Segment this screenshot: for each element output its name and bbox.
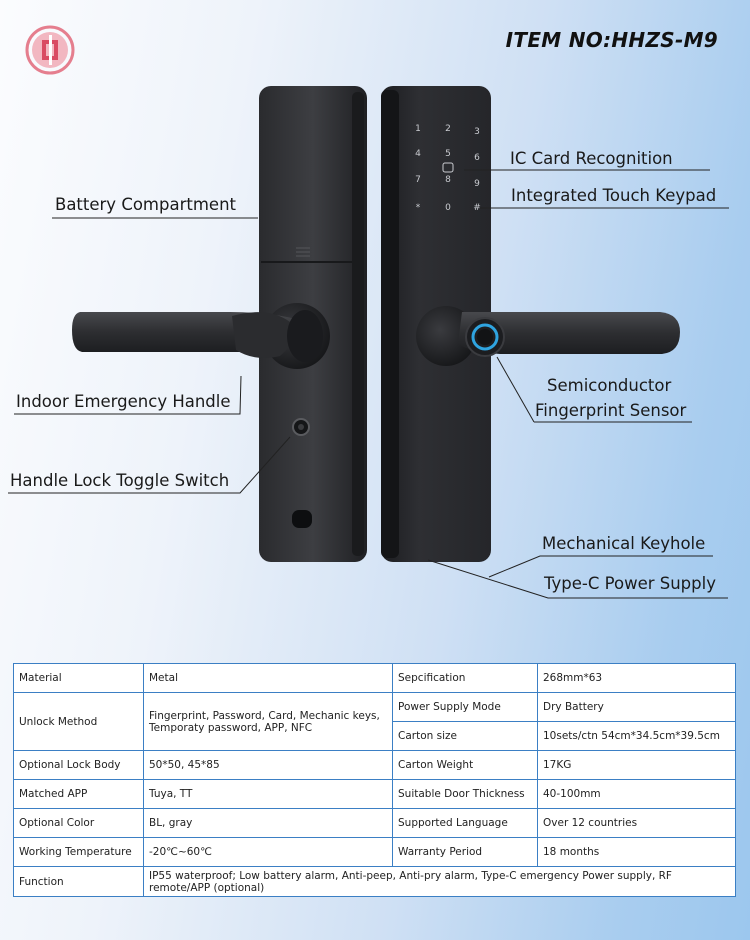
touch-keypad: 1 2 3 4 5 6 7 8 9 * 0 # [415,124,481,213]
callout-fingerprint-line2: Fingerprint Sensor [535,401,687,420]
callout-ic-card: IC Card Recognition [510,149,673,168]
outdoor-panel [381,86,680,562]
table-row: Optional Color BL, gray Supported Langua… [13,808,736,838]
indoor-panel [72,86,367,562]
spec-label: Power Supply Mode [392,692,538,722]
spec-label: Carton Weight [392,750,538,780]
spec-label: Supported Language [392,808,538,838]
spec-value: Metal [143,663,393,693]
keypad-key-hash: # [473,203,481,213]
spec-label: Suitable Door Thickness [392,779,538,809]
keypad-key-7: 7 [415,175,421,185]
brand-logo-icon [25,25,75,75]
spec-label: Optional Lock Body [13,750,144,780]
spec-value: 18 months [537,837,736,867]
callout-lines [8,169,729,599]
table-row: Unlock Method Fingerprint, Password, Car… [13,692,736,751]
table-row: Carton size 10sets/ctn 54cm*34.5cm*39.5c… [14,721,736,751]
spec-value: Dry Battery [537,692,736,722]
spec-value: 50*50, 45*85 [143,750,393,780]
keypad-key-5: 5 [445,149,451,159]
smart-lock-illustration: 1 2 3 4 5 6 7 8 9 * 0 # [8,86,729,599]
table-row: Working Temperature -20℃~60℃ Warranty Pe… [13,837,736,867]
callout-emergency-handle: Indoor Emergency Handle [16,392,231,411]
spec-value: 40-100mm [537,779,736,809]
spec-label: Sepcification [392,663,538,693]
callout-battery-compartment: Battery Compartment [55,195,236,214]
keypad-key-1: 1 [415,124,421,134]
spec-value: Fingerprint, Password, Card, Mechanic ke… [143,692,393,751]
callout-fingerprint-line1: Semiconductor [547,376,672,395]
spec-value: BL, gray [143,808,393,838]
keypad-key-3: 3 [474,127,480,137]
spec-label: Optional Color [13,808,144,838]
callout-toggle-switch: Handle Lock Toggle Switch [10,471,230,490]
spec-value: -20℃~60℃ [143,837,393,867]
keypad-key-8: 8 [445,175,451,185]
spec-label: Function [13,866,144,897]
callout-touch-keypad: Integrated Touch Keypad [511,186,717,205]
callout-type-c: Type-C Power Supply [544,574,716,593]
specification-table: Material Metal Sepcification 268mm*63 Un… [13,663,736,897]
spec-label: Warranty Period [392,837,538,867]
spec-label: Carton size [392,721,538,751]
table-row: Material Metal Sepcification 268mm*63 [13,663,736,693]
keypad-key-0: 0 [445,203,451,213]
keypad-key-2: 2 [445,124,451,134]
spec-label: Unlock Method [13,692,144,751]
card-icon [442,162,454,173]
callout-keyhole: Mechanical Keyhole [542,534,706,553]
table-row: Function IP55 waterproof; Low battery al… [13,866,736,897]
spec-value: IP55 waterproof; Low battery alarm, Anti… [143,866,736,897]
keypad-key-star: * [416,203,421,213]
keypad-key-4: 4 [415,149,421,159]
spec-value: 268mm*63 [537,663,736,693]
spec-value: 10sets/ctn 54cm*34.5cm*39.5cm [537,721,736,751]
item-number-title: ITEM NO:HHZS-M9 [505,28,718,52]
keypad-key-6: 6 [474,153,480,163]
keypad-key-9: 9 [474,179,480,189]
spec-value: Over 12 countries [537,808,736,838]
spec-label: Material [13,663,144,693]
table-row: Optional Lock Body 50*50, 45*85 Carton W… [13,750,736,780]
spec-value: Tuya, TT [143,779,393,809]
table-row: Matched APP Tuya, TT Suitable Door Thick… [13,779,736,809]
spec-value: 17KG [537,750,736,780]
spec-label: Matched APP [13,779,144,809]
spec-label: Working Temperature [13,837,144,867]
